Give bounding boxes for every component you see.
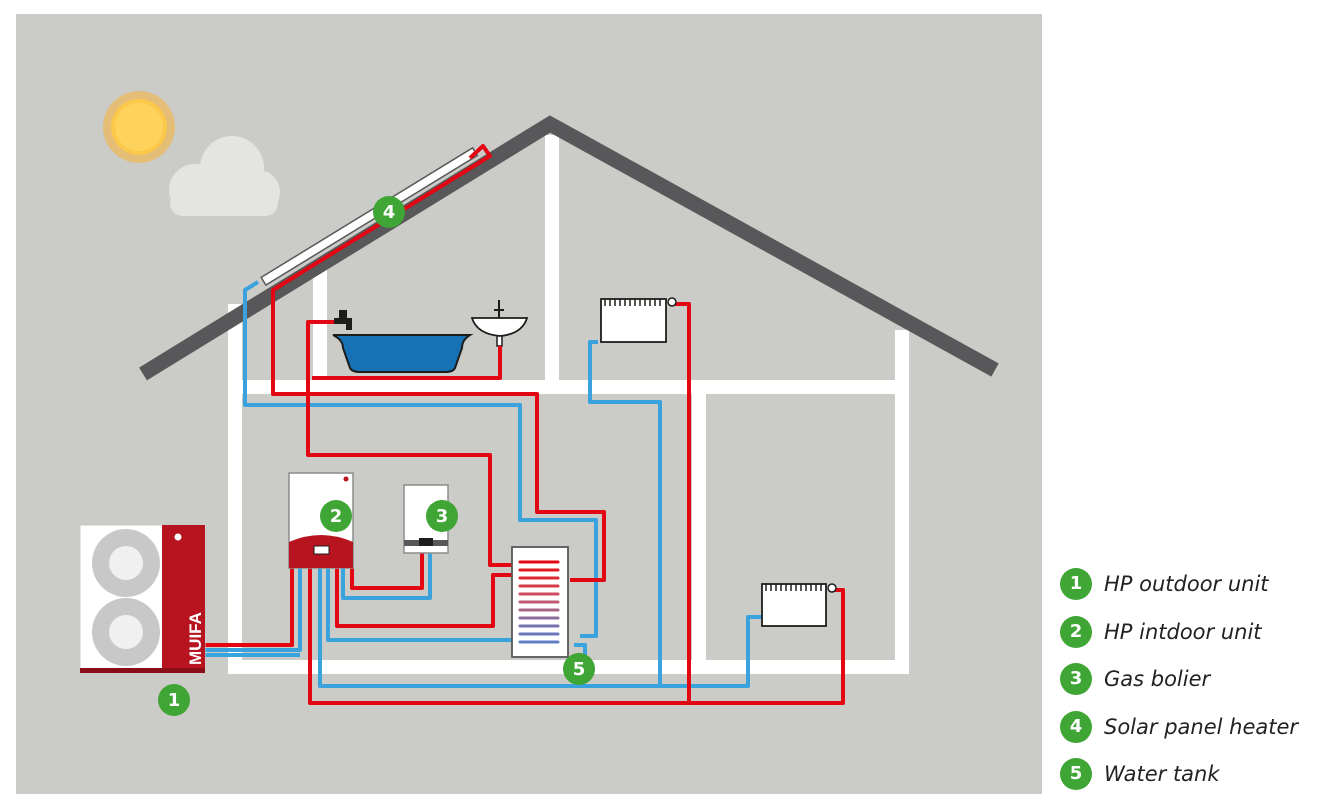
sink-icon xyxy=(470,300,529,347)
legend-item-water-tank: 5 Water tank xyxy=(1060,756,1322,804)
tap-icon xyxy=(334,310,352,330)
badge-1-number: 1 xyxy=(168,690,181,711)
brand-logo: MUIFA xyxy=(186,612,205,665)
legend-label: Solar panel heater xyxy=(1104,714,1299,739)
badge-4-number: 4 xyxy=(383,202,396,223)
sun-icon xyxy=(103,91,175,163)
fan-icon xyxy=(92,598,160,666)
badge-4: 4 xyxy=(373,196,405,228)
radiator-lower xyxy=(761,583,837,627)
badge-3: 3 xyxy=(426,500,458,532)
legend-badge: 1 xyxy=(1060,568,1092,600)
house-walls xyxy=(228,135,909,674)
legend-item-outdoor-unit: 1 HP outdoor unit xyxy=(1060,566,1322,614)
radiator-upper xyxy=(600,297,677,343)
badge-3-number: 3 xyxy=(436,506,449,527)
legend-badge: 4 xyxy=(1060,710,1092,743)
hot-water-pipes xyxy=(205,144,845,705)
badge-2: 2 xyxy=(320,500,352,532)
legend-item-solar-panel: 4 Solar panel heater xyxy=(1060,709,1322,757)
legend-badge: 5 xyxy=(1060,758,1092,790)
roof xyxy=(139,115,999,381)
legend-label: Gas bolier xyxy=(1104,667,1211,691)
water-tank xyxy=(511,546,569,658)
legend-label: HP intdoor unit xyxy=(1104,619,1262,644)
cloud-icon xyxy=(169,136,280,216)
legend-badge: 3 xyxy=(1060,663,1092,695)
legend-item-gas-boiler: 3 Gas bolier xyxy=(1060,661,1322,709)
legend-label: Water tank xyxy=(1104,762,1220,786)
badge-5-number: 5 xyxy=(573,659,586,680)
cold-water-pipes xyxy=(205,280,762,688)
badge-2-number: 2 xyxy=(330,506,343,527)
badge-1: 1 xyxy=(158,684,190,716)
legend-badge: 2 xyxy=(1060,615,1092,648)
legend: 1 HP outdoor unit 2 HP intdoor unit 3 Ga… xyxy=(1060,566,1322,804)
legend-item-indoor-unit: 2 HP intdoor unit xyxy=(1060,614,1322,662)
bathtub xyxy=(332,334,474,373)
legend-label: HP outdoor unit xyxy=(1104,572,1269,596)
badge-5: 5 xyxy=(563,653,595,685)
fan-icon xyxy=(92,529,160,597)
hp-outdoor-unit: MUIFA xyxy=(79,524,206,674)
